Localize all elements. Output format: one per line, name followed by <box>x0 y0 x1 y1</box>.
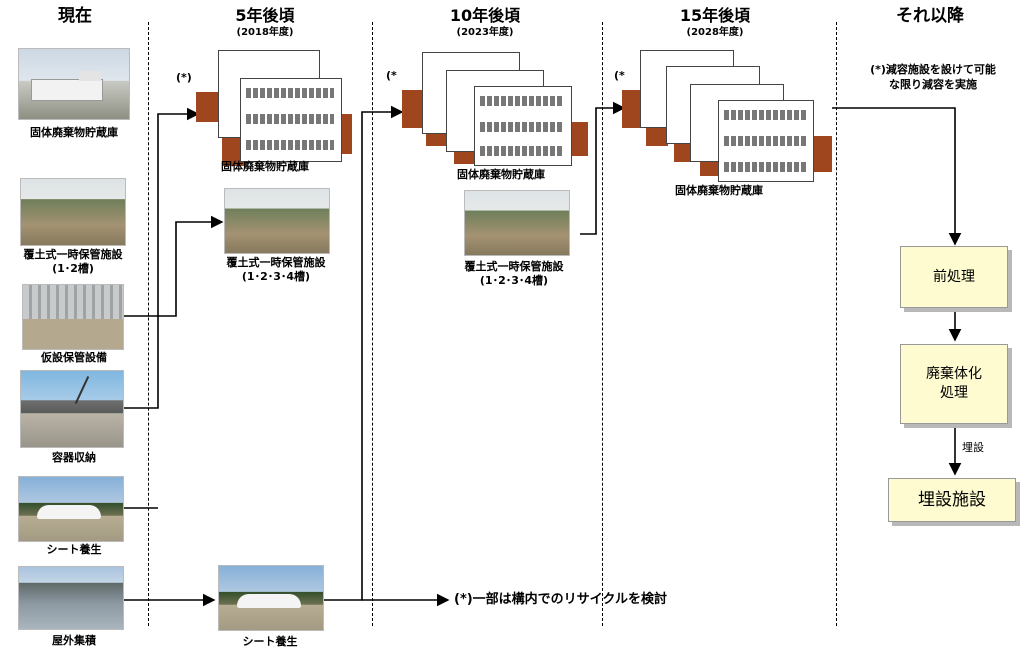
star-mark-15y: (* <box>614 69 625 82</box>
photo-sheet-curing <box>18 476 124 542</box>
reduction-note: (*)減容施設を設けて可能な限り減容を実施 <box>870 63 996 91</box>
caption-storage-15y: 固体廃棄物貯蔵庫 <box>675 184 763 197</box>
caption-sheet-curing-5y: シート養生 <box>242 635 298 648</box>
photo-container-storage <box>20 370 124 448</box>
caption-soil-cover: 覆土式一時保管施設(1･2槽) <box>23 248 123 275</box>
photo-soil-cover-10y <box>464 190 570 256</box>
column-divider <box>602 22 603 626</box>
header-15-years: 15年後頃 (2028年度) <box>679 6 751 38</box>
caption-outdoor-pile: 屋外集積 <box>52 634 96 647</box>
caption-container: 容器収納 <box>52 451 96 464</box>
star-mark-5y: (*) <box>176 71 192 84</box>
header-after: それ以降 <box>896 6 964 26</box>
caption-storage: 固体廃棄物貯蔵庫 <box>30 126 118 139</box>
recycle-note: (*)一部は構内でのリサイクルを検討 <box>454 592 668 607</box>
caption-soil-cover-5y: 覆土式一時保管施設(1･2･3･4槽) <box>226 256 326 283</box>
photo-storage-building <box>18 48 130 120</box>
solidification-box: 廃棄体化処理 <box>900 344 1008 424</box>
caption-storage-5y: 固体廃棄物貯蔵庫 <box>221 160 309 173</box>
caption-sheet-curing: シート養生 <box>46 543 102 556</box>
burial-label: 埋設 <box>962 441 984 454</box>
caption-soil-cover-10y: 覆土式一時保管施設(1･2･3･4槽) <box>464 260 564 287</box>
header-now: 現在 <box>58 6 92 26</box>
storage-rack-group-5y <box>196 50 356 166</box>
burial-facility-box: 埋設施設 <box>888 478 1016 522</box>
storage-rack-group-10y <box>402 52 592 166</box>
photo-temporary-storage <box>22 284 124 350</box>
photo-sheet-curing-5y <box>218 565 324 631</box>
caption-storage-10y: 固体廃棄物貯蔵庫 <box>457 168 545 181</box>
column-divider <box>372 22 373 626</box>
storage-rack-group-15y <box>622 50 834 182</box>
pretreatment-box: 前処理 <box>900 246 1008 308</box>
column-divider <box>148 22 149 626</box>
photo-outdoor-pile <box>18 566 124 630</box>
caption-temporary-storage: 仮設保管設備 <box>41 351 107 364</box>
header-10-years: 10年後頃 (2023年度) <box>449 6 521 38</box>
photo-soil-cover-5y <box>224 188 330 254</box>
header-5-years: 5年後頃 (2018年度) <box>235 6 295 38</box>
photo-soil-cover-facility <box>20 178 126 246</box>
star-mark-10y: (* <box>386 69 397 82</box>
column-divider <box>836 22 837 626</box>
